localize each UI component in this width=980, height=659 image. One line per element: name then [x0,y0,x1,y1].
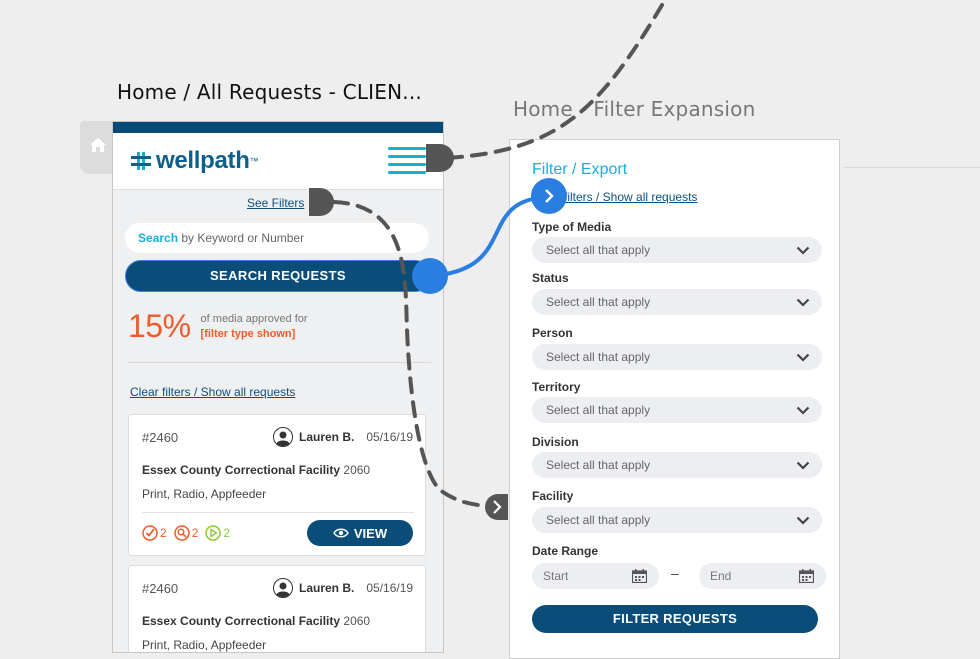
user-avatar-icon [273,427,293,447]
request-media: Print, Radio, Appfeeder [142,638,267,652]
logo-trademark: ™ [249,156,259,166]
date-range-label: Date Range [532,544,599,558]
start-date-field[interactable]: Start [532,563,659,589]
filter-export-title: Filter / Export [532,161,628,178]
type-of-media-select[interactable]: Select all that apply [532,237,822,263]
chevron-down-icon [796,516,810,525]
chevron-down-icon [796,461,810,470]
request-user: Lauren B. 05/16/19 [273,427,413,447]
chevron-down-icon [796,246,810,255]
request-card[interactable]: #2460 Lauren B. 05/16/19 Essex County Co… [128,565,426,652]
status-select[interactable]: Select all that apply [532,289,822,315]
facility-name: Essex County Correctional Facility [142,463,341,477]
person-select[interactable]: Select all that apply [532,344,822,370]
all-requests-screen: wellpath ™ See Filters Search by Keyword… [112,121,444,653]
view-button-label: VIEW [353,525,388,541]
request-user-name: Lauren B. [299,430,355,444]
approval-stat-label: of media approved for [200,312,308,325]
request-date: 05/16/19 [366,430,414,444]
clear-filters-link[interactable]: Clear filters / Show all requests [532,190,698,204]
connector-arrow-icon [485,494,508,520]
facility-select[interactable]: Select all that apply [532,507,822,533]
approval-stat: 15% of media approved for [filter type s… [128,308,308,345]
logo-wordmark: wellpath [156,147,250,174]
chevron-down-icon [796,298,810,307]
eye-icon [333,528,349,538]
division-label: Division [532,435,579,449]
top-bar [113,122,443,133]
play-circle-icon [205,525,222,541]
person-label: Person [532,326,573,340]
division-select[interactable]: Select all that apply [532,452,822,478]
request-date: 05/16/19 [366,581,414,595]
request-id: #2460 [142,581,179,596]
filter-expansion-screen: Filter / Export Clear filters / Show all… [509,139,840,659]
request-user: Lauren B. 05/16/19 [273,578,413,598]
view-button[interactable]: VIEW [307,520,413,546]
search-requests-button[interactable]: SEARCH REQUESTS [125,260,431,292]
territory-select[interactable]: Select all that apply [532,397,822,423]
requests-body: See Filters Search by Keyword or Number … [113,190,443,652]
clear-filters-link[interactable]: Clear filters / Show all requests [130,385,296,399]
home-icon [90,138,106,152]
facility-name: Essex County Correctional Facility [142,614,341,628]
facility-code: 2060 [343,463,371,477]
wellpath-logo[interactable]: wellpath ™ [131,147,259,175]
territory-label: Territory [532,380,581,394]
logo-mark-icon [131,152,151,170]
magnify-circle-icon [173,525,190,541]
approval-filter-type: [filter type shown] [200,327,296,340]
request-card[interactable]: #2460 Lauren B. 05/16/19 Essex County Co… [128,414,426,556]
user-avatar-icon [273,578,293,598]
review-count: 2 [173,525,198,541]
request-facility: Essex County Correctional Facility 2060 [142,463,370,477]
status-counts: 2 2 2 [142,525,237,541]
request-user-name: Lauren B. [299,581,355,595]
facility-code: 2060 [343,614,371,628]
facility-label: Facility [532,489,574,503]
divider [128,362,431,363]
request-media: Print, Radio, Appfeeder [142,487,267,501]
status-label: Status [532,271,569,285]
frame-divider [843,167,980,168]
search-placeholder-bold: Search [138,231,179,245]
play-count: 2 [205,525,230,541]
chevron-down-icon [796,406,810,415]
search-placeholder-rest: by Keyword or Number [178,231,305,245]
frame-title-filter-expansion: Home - Filter Expansion [513,97,756,121]
chevron-down-icon [796,353,810,362]
check-circle-icon [142,525,158,541]
date-range-separator: – [671,565,679,581]
calendar-icon [632,569,647,583]
calendar-icon [799,569,814,583]
request-facility: Essex County Correctional Facility 2060 [142,614,370,628]
connector-menu-to-offscreen [446,0,667,160]
type-of-media-label: Type of Media [532,220,612,234]
search-input[interactable]: Search by Keyword or Number [125,223,429,253]
approved-count: 2 [142,525,167,541]
card-divider [142,512,414,513]
approval-percent: 15% [128,308,191,344]
end-date-field[interactable]: End [699,563,826,589]
see-filters-link[interactable]: See Filters [247,196,305,210]
request-id: #2460 [142,430,179,445]
frame-title-all-requests: Home / All Requests - CLIEN... [117,80,422,104]
app-header: wellpath ™ [113,133,443,190]
hamburger-menu-icon[interactable] [388,147,426,175]
filter-requests-button[interactable]: FILTER REQUESTS [532,605,818,633]
